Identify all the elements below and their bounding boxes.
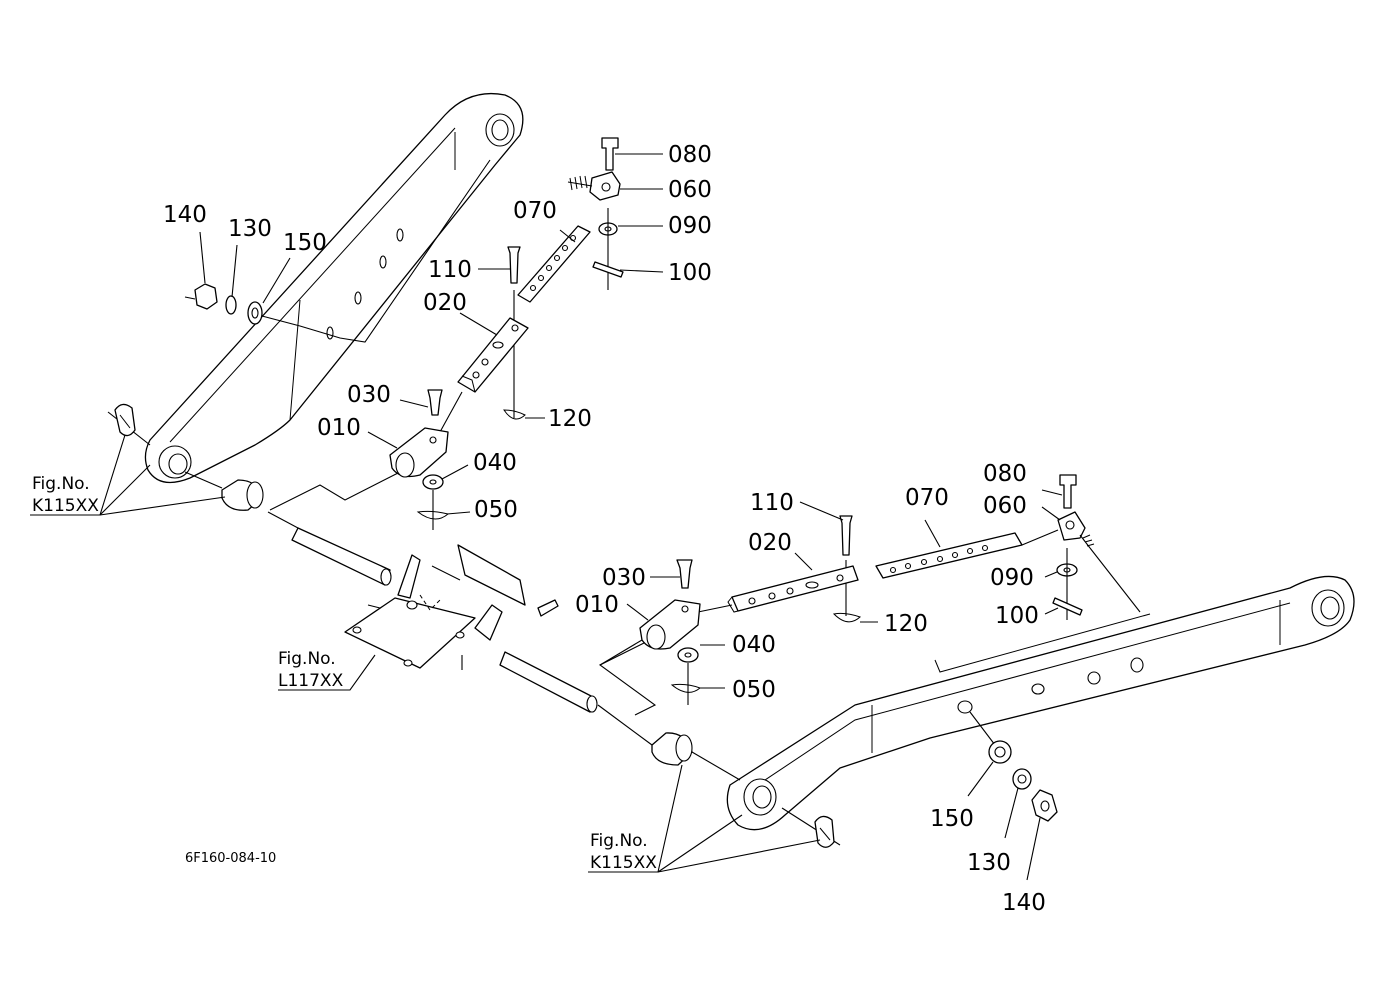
fig-ref-right-line1: Fig.No. [590, 831, 648, 851]
callout-left-100: 100 [668, 260, 712, 286]
callout-right-050: 050 [732, 677, 776, 703]
fig-ref-center-line1: Fig.No. [278, 649, 336, 669]
callout-left-030: 030 [347, 382, 391, 408]
callout-right-020: 020 [748, 530, 792, 556]
callout-right-100: 100 [995, 603, 1039, 629]
callout-right-090: 090 [990, 565, 1034, 591]
right-lower-link-arm [726, 575, 1355, 831]
center-bracket [344, 544, 559, 670]
callout-right-060: 060 [983, 493, 1027, 519]
callout-leaders [30, 153, 1063, 881]
callout-right-010: 010 [575, 592, 619, 618]
callout-left-010: 010 [317, 415, 361, 441]
fig-ref-right-line2: K115XX [590, 853, 657, 873]
figure-references: Fig.No. K115XX Fig.No. L117XX Fig.No. K1… [32, 474, 657, 873]
fig-ref-left-line2: K115XX [32, 496, 99, 516]
callout-left-120: 120 [548, 406, 592, 432]
left-bushing-pin [184, 471, 401, 586]
callout-left-090: 090 [668, 213, 712, 239]
drawing-code: 6F160-084-10 [185, 851, 276, 866]
left-top-link-assembly [389, 137, 624, 530]
callout-right-030: 030 [602, 565, 646, 591]
callout-right-130: 130 [967, 850, 1011, 876]
callout-left-110: 110 [428, 257, 472, 283]
callout-left-080: 080 [668, 142, 712, 168]
left-nut-washer-set [184, 159, 491, 343]
callout-left-130: 130 [228, 216, 272, 242]
left-linch-pin [107, 403, 151, 446]
callout-left-070: 070 [513, 198, 557, 224]
callout-right-070: 070 [905, 485, 949, 511]
callout-labels-left: 080 060 070 090 100 110 020 030 010 040 … [163, 142, 712, 523]
callout-left-060: 060 [668, 177, 712, 203]
callout-right-110: 110 [750, 490, 794, 516]
right-bushing-pin [499, 639, 741, 781]
right-top-link-assembly [599, 474, 1141, 705]
callout-right-120: 120 [884, 611, 928, 637]
callout-right-040: 040 [732, 632, 776, 658]
fig-ref-left-line1: Fig.No. [32, 474, 90, 494]
callout-labels-right: 080 060 070 090 100 110 020 030 010 040 … [575, 461, 1046, 916]
callout-right-150: 150 [930, 806, 974, 832]
callout-left-020: 020 [423, 290, 467, 316]
callout-left-050: 050 [474, 497, 518, 523]
callout-right-080: 080 [983, 461, 1027, 487]
fig-ref-center-line2: L117XX [278, 671, 344, 691]
callout-left-150: 150 [283, 230, 327, 256]
callout-left-140: 140 [163, 202, 207, 228]
left-lower-link-arm [144, 92, 524, 484]
right-nut-washer-set [969, 711, 1058, 822]
callout-right-140: 140 [1002, 890, 1046, 916]
callout-left-040: 040 [473, 450, 517, 476]
